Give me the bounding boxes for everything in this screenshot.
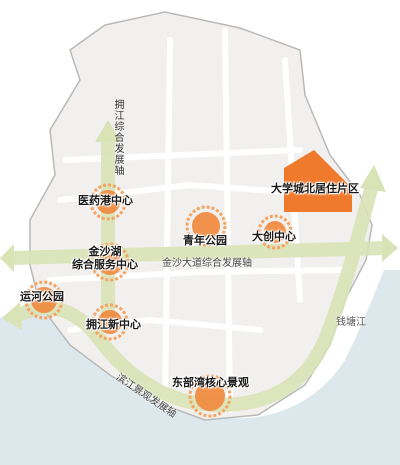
node-yongjiang — [98, 310, 122, 334]
label-dongbuwan: 东部湾核心景观 — [172, 376, 249, 389]
axis-arrowheads — [0, 120, 398, 330]
label-qingnian: 青年公园 — [183, 234, 227, 247]
label-jinshahu-line2: 综合服务中心 — [72, 258, 138, 272]
road-network — [47, 27, 348, 413]
node-jinshahu — [97, 249, 123, 275]
label-dachuang: 大创中心 — [252, 230, 296, 243]
arrow-west-icon — [0, 244, 14, 272]
arrow-north-icon — [95, 120, 121, 142]
axis-label-north-south: 拥江综合发展轴 — [114, 100, 125, 177]
node-yunhe — [31, 287, 57, 313]
residential-block — [284, 150, 352, 212]
label-yunhe: 运河公园 — [20, 290, 64, 303]
label-jinshahu: 金沙湖 综合服务中心 — [72, 245, 138, 271]
node-yiyaogang — [96, 190, 120, 214]
node-dachuang — [264, 221, 286, 243]
label-yongjiang: 拥江新中心 — [86, 318, 141, 331]
label-yiyaogang: 医药港中心 — [78, 194, 133, 207]
jinsha-avenue-axis — [9, 241, 386, 265]
node-group — [24, 183, 293, 418]
node-yongjiang-ring — [91, 303, 129, 341]
label-jinshahu-line1: 金沙湖 — [88, 245, 122, 258]
node-qingnian — [192, 212, 220, 240]
arrow-east-icon — [382, 234, 398, 262]
node-jinshahu-ring — [90, 242, 130, 282]
node-dachuang-ring — [257, 214, 293, 250]
river-label: 钱塘江 — [336, 317, 366, 328]
node-dongbuwan-ring — [188, 374, 232, 418]
label-daxuecheng: 大学城北居住片区 — [271, 182, 359, 195]
node-yiyaogang-ring — [89, 183, 127, 221]
qiantang-river — [0, 270, 400, 465]
axis-label-jinsha-avenue: 金沙大道综合发展轴 — [162, 258, 252, 269]
node-dongbuwan — [195, 381, 225, 411]
node-qingnian-ring — [185, 205, 227, 247]
node-yunhe-ring — [24, 280, 64, 320]
arrow-northeast-icon — [360, 165, 386, 192]
arrow-southwest-icon — [2, 302, 22, 330]
